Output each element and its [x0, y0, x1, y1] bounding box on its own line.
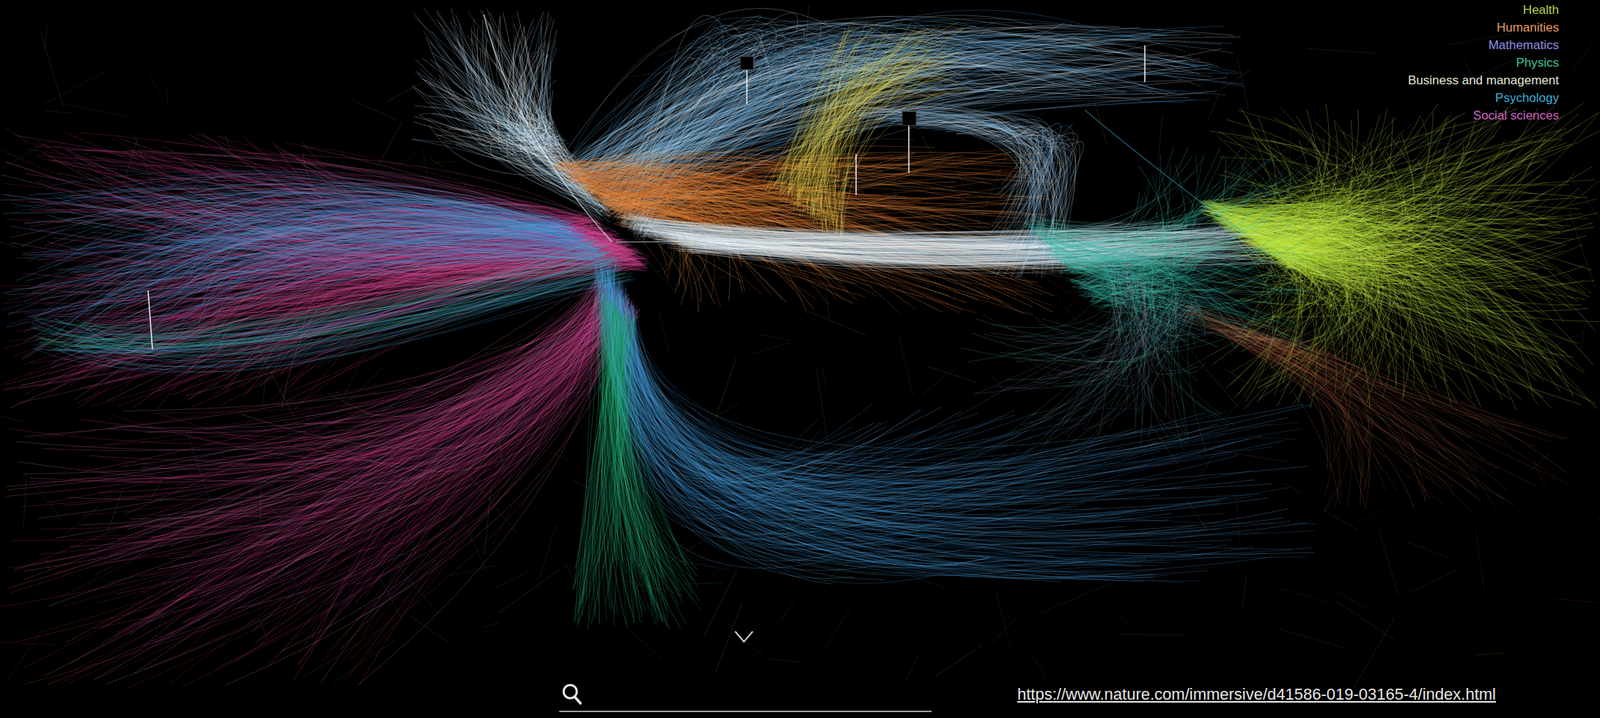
citation-strand: [766, 24, 955, 217]
search-handle: [574, 696, 581, 703]
citation-strand: [35, 252, 622, 363]
legend-color-sample: Psychology: [1407, 89, 1559, 108]
marker-square: [740, 56, 754, 70]
legend-label: Health: [1523, 2, 1559, 17]
citation-strand: [615, 230, 1261, 242]
citation-strand: [812, 28, 932, 239]
citation-strand: [1171, 311, 1438, 508]
citation-strand: [1200, 103, 1594, 406]
source-url-text: https://www.nature.com/immersive/d41586-…: [1017, 684, 1496, 703]
citation-strand: [598, 265, 1284, 574]
citation-strand: [5, 160, 650, 385]
citation-strand: [1026, 156, 1252, 344]
citation-strand: [990, 252, 1206, 444]
legend-label: Mathematics: [1488, 38, 1559, 53]
citation-strand: [598, 265, 1143, 569]
citation-strand: [1199, 130, 1600, 401]
citation-strand: [0, 32, 1600, 687]
legend-color-sample: Health: [1407, 1, 1559, 20]
citation-strand: [14, 284, 633, 634]
citation-strand: [1182, 305, 1508, 513]
citation-strand: [0, 34, 1584, 684]
citation-strand: [844, 110, 1054, 267]
citation-strand: [601, 290, 680, 623]
citation-strand: [1174, 305, 1552, 512]
citation-strand: [1028, 167, 1318, 349]
legend-color-sample: Mathematics: [1407, 36, 1559, 55]
citation-strand: [0, 47, 1598, 645]
citation-strand: [1204, 321, 1450, 507]
citation-strand: [1006, 255, 1226, 434]
citation-strand: [601, 266, 1316, 566]
marker-line: [855, 153, 857, 195]
legend-label: Humanities: [1496, 20, 1559, 35]
citation-strand: [595, 262, 1289, 585]
citation-strand: [1012, 265, 1235, 433]
citation-strand: [1185, 304, 1568, 505]
citation-strand: [632, 217, 1311, 267]
citation-strand: [773, 27, 953, 228]
citation-strand: [32, 238, 627, 369]
citation-strand: [1178, 315, 1521, 503]
search-underline: [559, 710, 932, 712]
legend-color-sample: Physics: [1407, 54, 1559, 72]
citation-strand: [972, 262, 1203, 454]
citation-strand: [1218, 318, 1485, 489]
citation-strand: [16, 276, 640, 632]
citation-strand: [579, 290, 697, 624]
citation-strand: [483, 14, 613, 242]
citation-strand: [1037, 260, 1214, 440]
citation-strand: [1183, 318, 1570, 476]
legend-color-sample: Social sciences: [1407, 107, 1559, 125]
citation-strand: [572, 296, 681, 629]
citation-strand: [6, 32, 1593, 681]
legend: HealthHumanitiesMathematicsPhysicsBusine…: [1407, 1, 1559, 125]
legend-label: Business and management: [1407, 73, 1559, 88]
citation-strand: [54, 260, 631, 373]
citation-strand: [580, 288, 700, 623]
citation-strand: [845, 101, 1084, 278]
citation-strand: [32, 238, 632, 363]
citation-strand: [1172, 305, 1473, 510]
citation-strand: [979, 258, 1175, 453]
citation-strand: [788, 46, 931, 237]
legend-label: Psychology: [1495, 90, 1559, 105]
citation-strand: [610, 263, 990, 566]
citation-strand: [1193, 319, 1499, 489]
marker-line: [908, 118, 910, 173]
citation-strand: [32, 244, 626, 357]
citation-strand: [575, 291, 692, 628]
legend-label: Physics: [1515, 55, 1559, 70]
legend-label: Social sciences: [1473, 108, 1559, 123]
citation-strand: [0, 4, 1595, 677]
citation-strand: [594, 260, 1255, 578]
citation-strand: [587, 300, 698, 631]
citation-strand: [35, 238, 633, 373]
strand-layer: [0, 4, 1600, 689]
citation-strand: [607, 266, 1313, 556]
source-url: https://www.nature.com/immersive/d41586-…: [1017, 684, 1496, 704]
marker-line: [1144, 45, 1146, 83]
marker-layer: [148, 45, 1145, 349]
citation-strand: [594, 260, 1292, 582]
citation-strand: [1084, 109, 1246, 235]
marker-line: [148, 290, 153, 349]
citation-strand: [577, 297, 695, 628]
citation-strand: [23, 15, 1600, 676]
legend-color-sample: Business and management: [1407, 71, 1559, 90]
scroll-chevron: [735, 631, 753, 642]
legend-color-sample: Humanities: [1407, 19, 1559, 37]
citation-strand: [1188, 306, 1565, 500]
citation-strand: [1257, 337, 1427, 501]
marker-square: [902, 111, 917, 126]
citation-strand: [613, 292, 654, 606]
search-icon: [563, 684, 581, 703]
citation-strand: [773, 26, 941, 198]
citation-strand: [8, 171, 610, 351]
